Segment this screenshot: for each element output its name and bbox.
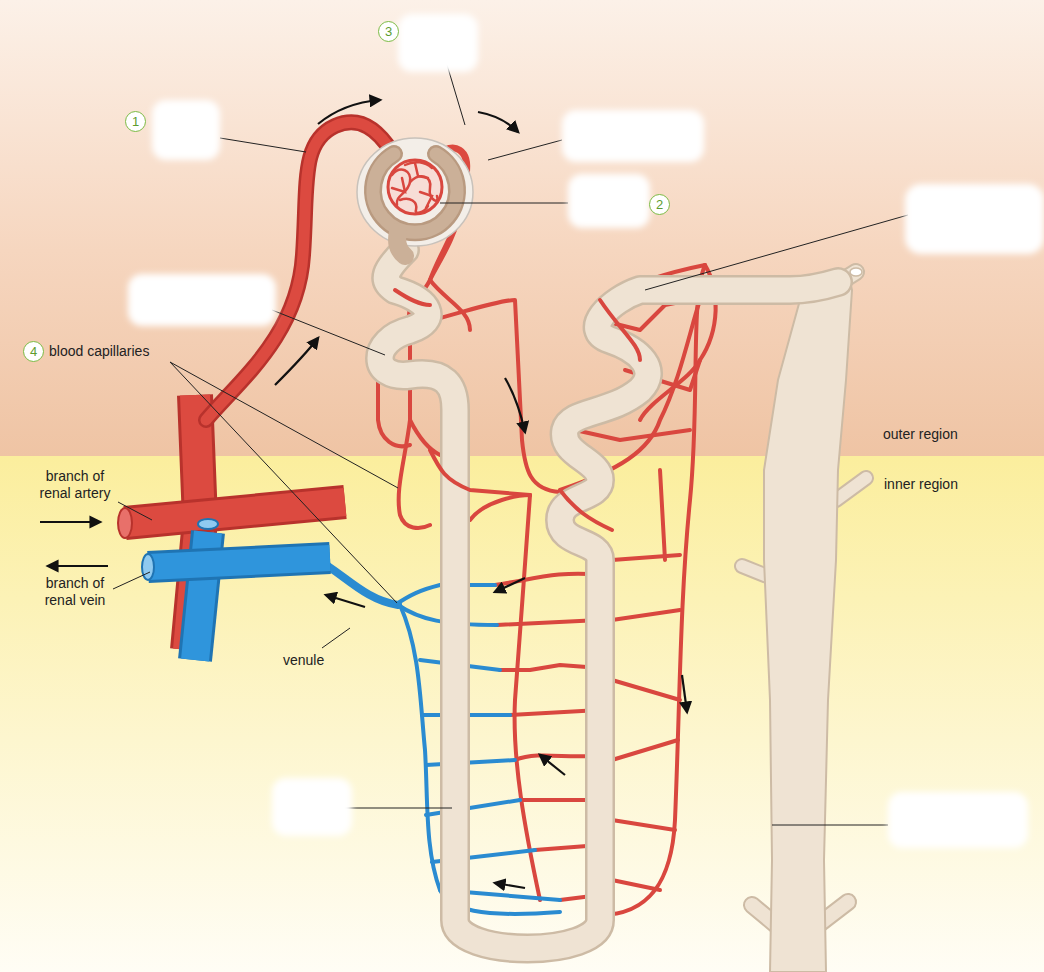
part-label: blood capillaries xyxy=(49,343,149,360)
illustration-part xyxy=(326,595,365,607)
illustration-part xyxy=(272,310,385,355)
illustration-part xyxy=(272,778,352,836)
illustration-part xyxy=(380,250,838,949)
illustration-part xyxy=(612,555,680,560)
callout-number: 4 xyxy=(23,341,44,362)
callout-number: 2 xyxy=(649,194,670,215)
illustration-part xyxy=(275,338,318,385)
callout-number: 3 xyxy=(378,21,399,42)
flow-arrows xyxy=(40,100,687,888)
illustration-part xyxy=(495,883,525,888)
illustration-part xyxy=(600,300,640,360)
glomerulus-loops xyxy=(392,162,437,213)
vein-lumen xyxy=(198,519,218,529)
illustration-part xyxy=(660,470,665,560)
illustration-part xyxy=(48,565,108,567)
illustration-part xyxy=(170,362,398,488)
illustration-part xyxy=(118,502,152,520)
illustration-part xyxy=(488,140,562,160)
illustration-part xyxy=(113,572,150,589)
illustration-part xyxy=(612,740,678,760)
illustration-part xyxy=(405,162,432,168)
illustration-part xyxy=(560,490,612,530)
capsule-wall xyxy=(373,154,457,232)
renal-vein-branch xyxy=(148,558,330,567)
illustration-part xyxy=(380,250,838,949)
illustration-part xyxy=(152,100,220,160)
illustration-part xyxy=(772,825,888,826)
illustration-part xyxy=(612,610,680,620)
illustration-part xyxy=(540,755,565,775)
illustration-part xyxy=(568,174,650,228)
illustration-part xyxy=(392,178,405,192)
illustration-part xyxy=(220,138,306,152)
capsule-wall xyxy=(373,154,457,232)
illustration-part xyxy=(170,362,397,603)
illustration-part xyxy=(398,14,478,72)
illustration-part xyxy=(836,478,866,500)
illustration-part xyxy=(470,495,530,520)
blank-label-patches xyxy=(128,14,1044,848)
illustration-part xyxy=(495,574,600,585)
illustration-part xyxy=(430,450,530,495)
leader-lines xyxy=(113,58,908,825)
part-label: outer region xyxy=(883,426,958,443)
illustration-part xyxy=(440,203,568,204)
illustration-part xyxy=(478,112,518,132)
illustration-part xyxy=(575,430,690,440)
illustration-part xyxy=(400,605,560,914)
illustration-part xyxy=(612,820,675,830)
illustration-part xyxy=(612,680,680,700)
illustration-part xyxy=(612,880,660,890)
illustration-part xyxy=(400,199,428,213)
illustration-part xyxy=(128,274,276,326)
part-label: inner region xyxy=(884,476,958,493)
illustration-part xyxy=(410,176,437,200)
illustration-part xyxy=(505,378,525,432)
callout-number: 1 xyxy=(125,111,146,132)
illustration-part xyxy=(415,163,428,178)
duct-body xyxy=(764,277,852,972)
illustration-part xyxy=(850,268,862,276)
illustration-part xyxy=(318,100,380,124)
part-label: venule xyxy=(283,652,324,669)
part-label: branch of renal vein xyxy=(33,575,117,609)
illustration-part xyxy=(395,290,430,305)
renal-corpuscle xyxy=(357,138,473,256)
illustration-part xyxy=(426,760,515,765)
illustration-part xyxy=(905,184,1044,254)
illustration-part xyxy=(420,192,432,208)
part-label: branch of renal artery xyxy=(33,468,117,502)
illustration-part xyxy=(562,110,704,162)
capsule-outer xyxy=(357,138,473,246)
renal-vessels xyxy=(118,122,467,660)
illustration-part xyxy=(322,628,350,648)
illustration-part xyxy=(340,808,452,809)
illustration-part xyxy=(395,585,560,914)
outer-region-ground xyxy=(0,0,1044,456)
illustration-part xyxy=(497,620,600,625)
illustration-part xyxy=(836,478,866,500)
illustration-part xyxy=(378,159,716,915)
illustration-part xyxy=(645,215,908,290)
illustration-part xyxy=(888,792,1028,848)
renal-tubule xyxy=(380,250,838,949)
artery-lumen xyxy=(118,508,132,538)
collecting-duct xyxy=(742,268,866,972)
vein-outline xyxy=(148,558,330,567)
glomerulus xyxy=(388,160,442,214)
illustration-part xyxy=(40,521,100,523)
illustration-part xyxy=(682,675,687,712)
capsule-neck xyxy=(397,232,405,256)
illustration-part xyxy=(410,420,440,455)
inner-region-ground xyxy=(0,456,1044,972)
illustration-part xyxy=(515,495,540,900)
vein-lumen xyxy=(142,554,154,580)
illustration-part xyxy=(495,578,525,592)
